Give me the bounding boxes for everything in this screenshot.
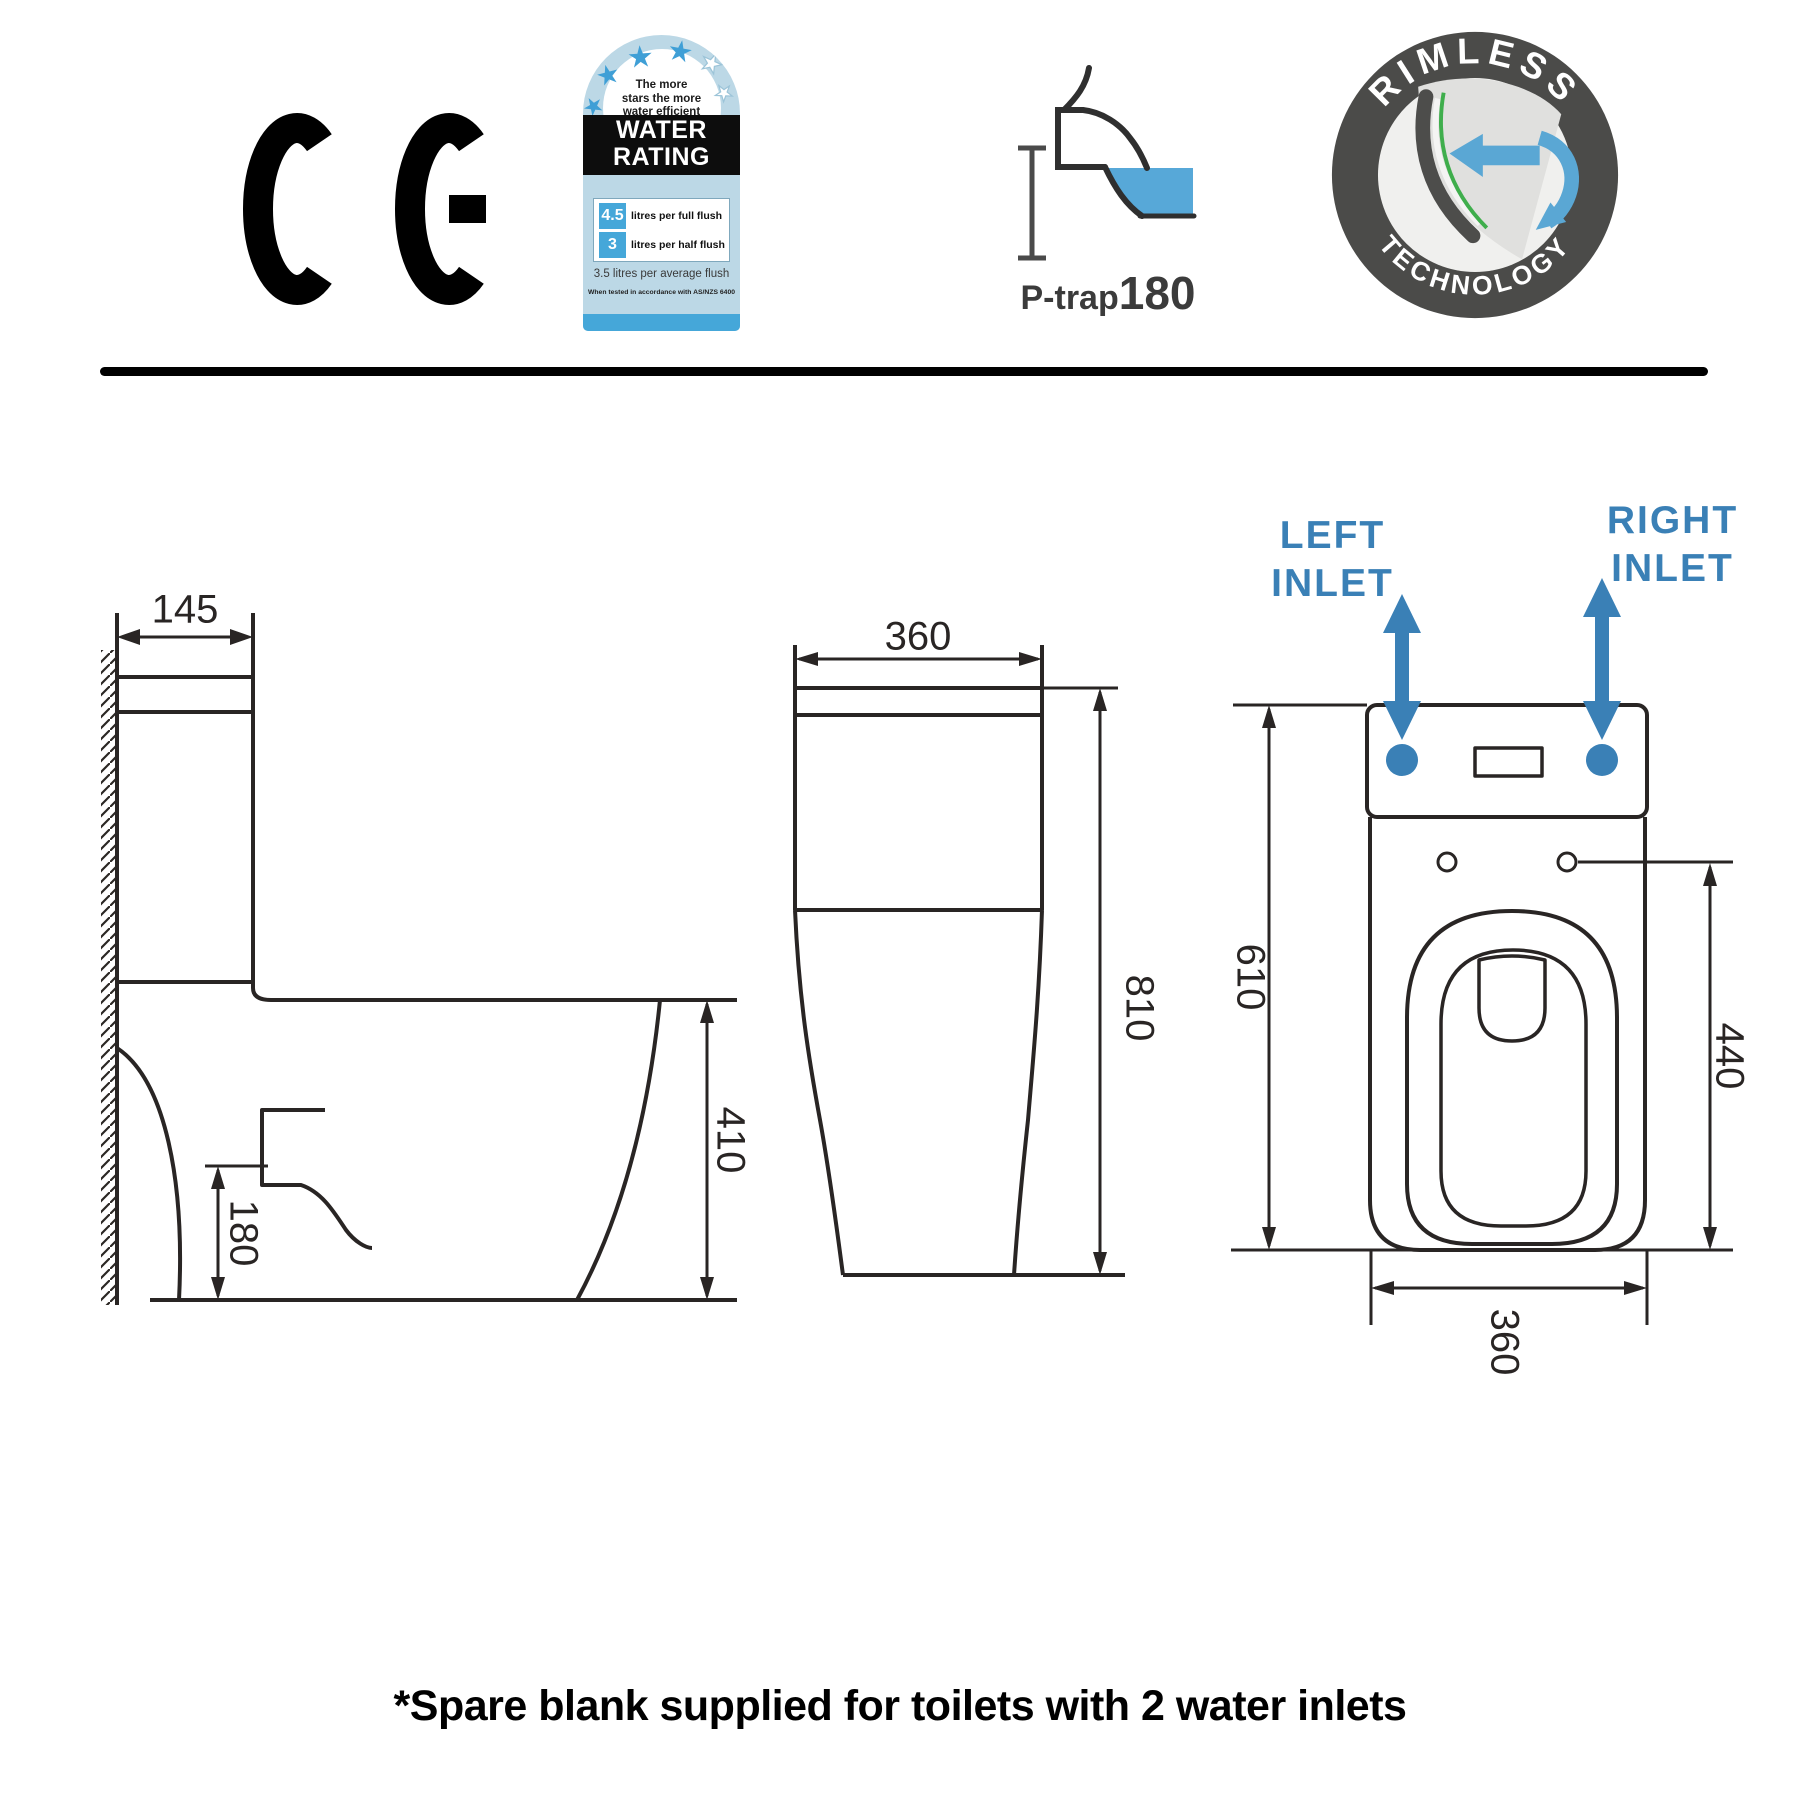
tagline-line: stars the more xyxy=(621,92,702,105)
ce-mark-icon xyxy=(242,113,486,305)
dim-front-width: 360 xyxy=(884,614,952,659)
star-icon: ★ xyxy=(664,35,696,71)
dim-trap-height: 180 xyxy=(221,1199,266,1267)
divider xyxy=(100,367,1708,376)
right-inlet-label: RIGHT INLET xyxy=(1585,497,1760,593)
inlet-markers xyxy=(1383,578,1621,776)
bowl-front-curve xyxy=(575,999,662,1301)
technical-drawings xyxy=(101,578,1733,1325)
title-line: WATER xyxy=(616,116,707,144)
dim-top-width: 360 xyxy=(1482,1308,1527,1376)
p-trap-text: P-trap xyxy=(1020,279,1119,317)
trap-outline xyxy=(1055,65,1197,219)
side-view-drawing xyxy=(101,613,737,1305)
flush-row-half: 3 litres per half flush xyxy=(599,232,729,258)
rim-green-line xyxy=(1439,92,1489,230)
cistern-sides xyxy=(793,645,1044,910)
water-rating-footer-band xyxy=(583,314,740,331)
star-icon: ★ xyxy=(625,40,655,75)
rimless-technology-badge: RIMLESS TECHNOLOGY xyxy=(1331,30,1619,319)
pan-body-outline xyxy=(1368,817,1647,1252)
tagline-line: The more xyxy=(635,79,688,91)
trap-water xyxy=(1105,168,1193,216)
cistern-front-edge xyxy=(251,613,272,1002)
title-line: RATING xyxy=(613,143,710,171)
right-inlet-line: INLET xyxy=(1611,547,1734,590)
flush-row-full: 4.5 litres per full flush xyxy=(599,203,729,229)
dim-seat-height: 410 xyxy=(708,1106,753,1174)
ce-letter-c xyxy=(242,113,332,305)
footnote: *Spare blank supplied for toilets with 2… xyxy=(393,1682,1407,1730)
right-inlet-dot xyxy=(1586,744,1618,776)
top-dim-lines xyxy=(1231,703,1733,1325)
seat-outline xyxy=(1405,909,1619,1246)
full-flush-value: 4.5 xyxy=(599,203,626,229)
right-inlet-line: RIGHT xyxy=(1606,499,1739,542)
tested-note: When tested in accordance with AS/NZS 64… xyxy=(587,289,736,296)
top-arrowheads xyxy=(1262,705,1717,1295)
flush-figures-box: 4.5 litres per full flush 3 litres per h… xyxy=(593,198,730,262)
left-inlet-line: INLET xyxy=(1271,562,1394,605)
top-view-drawing xyxy=(1231,578,1733,1325)
water-rating-title: WATER RATING xyxy=(583,115,740,175)
side-arrowheads xyxy=(117,629,714,1300)
dim-top-depth: 610 xyxy=(1228,943,1273,1011)
hinge-hole xyxy=(1556,851,1578,873)
rim-highlight xyxy=(1432,98,1482,227)
p-trap-value: 180 xyxy=(1118,267,1196,319)
trap-curve xyxy=(115,1046,183,1301)
water-spot xyxy=(1477,954,1547,1043)
left-inlet-dot xyxy=(1386,744,1418,776)
dim-seat-depth: 440 xyxy=(1707,1022,1752,1090)
star-outline-icon: ★ xyxy=(694,44,729,82)
ce-letter-e xyxy=(394,113,484,305)
front-arrowheads xyxy=(795,652,1107,1275)
water-rating-label: ★ ★ ★ ★ ★ ★ The more stars the more wate… xyxy=(583,35,740,331)
p-trap-icon xyxy=(1018,65,1197,261)
cistern-side xyxy=(117,675,253,984)
flow-arrow-left-icon xyxy=(1449,133,1540,177)
left-inlet-label: LEFT INLET xyxy=(1250,512,1415,608)
right-inlet-arrow-icon xyxy=(1583,578,1621,617)
left-inlet-line: LEFT xyxy=(1279,514,1386,557)
cistern-lines xyxy=(795,686,1042,912)
dim-front-height: 810 xyxy=(1117,974,1162,1042)
cistern-top xyxy=(1365,703,1649,819)
bowl-right-side xyxy=(1012,909,1044,1276)
side-dim-lines xyxy=(127,635,709,1296)
flow-arrow-curve-head xyxy=(1535,202,1567,230)
bowl-opening xyxy=(1439,948,1588,1228)
half-flush-value: 3 xyxy=(599,232,626,258)
full-flush-label: litres per full flush xyxy=(631,210,723,222)
flush-button xyxy=(1473,746,1544,778)
water-rating-tagline: The more stars the more water efficient xyxy=(583,79,740,120)
rim-curve xyxy=(1415,89,1481,244)
p-trap-label: P-trap180 xyxy=(988,266,1228,320)
height-gauge xyxy=(1018,145,1046,261)
outlet-spout xyxy=(260,1108,373,1250)
rim-section-art xyxy=(1418,78,1562,260)
front-view-drawing xyxy=(793,645,1125,1277)
front-dim-lines xyxy=(799,657,1102,1271)
bowl-left-side xyxy=(793,909,845,1276)
average-flush-note: 3.5 litres per average flush xyxy=(593,268,730,280)
wall-hatching xyxy=(101,650,117,1305)
half-flush-label: litres per half flush xyxy=(631,239,725,251)
left-inlet-arrow-icon xyxy=(1383,594,1421,633)
hinge-hole xyxy=(1436,851,1458,873)
dim-side-width: 145 xyxy=(151,587,219,632)
